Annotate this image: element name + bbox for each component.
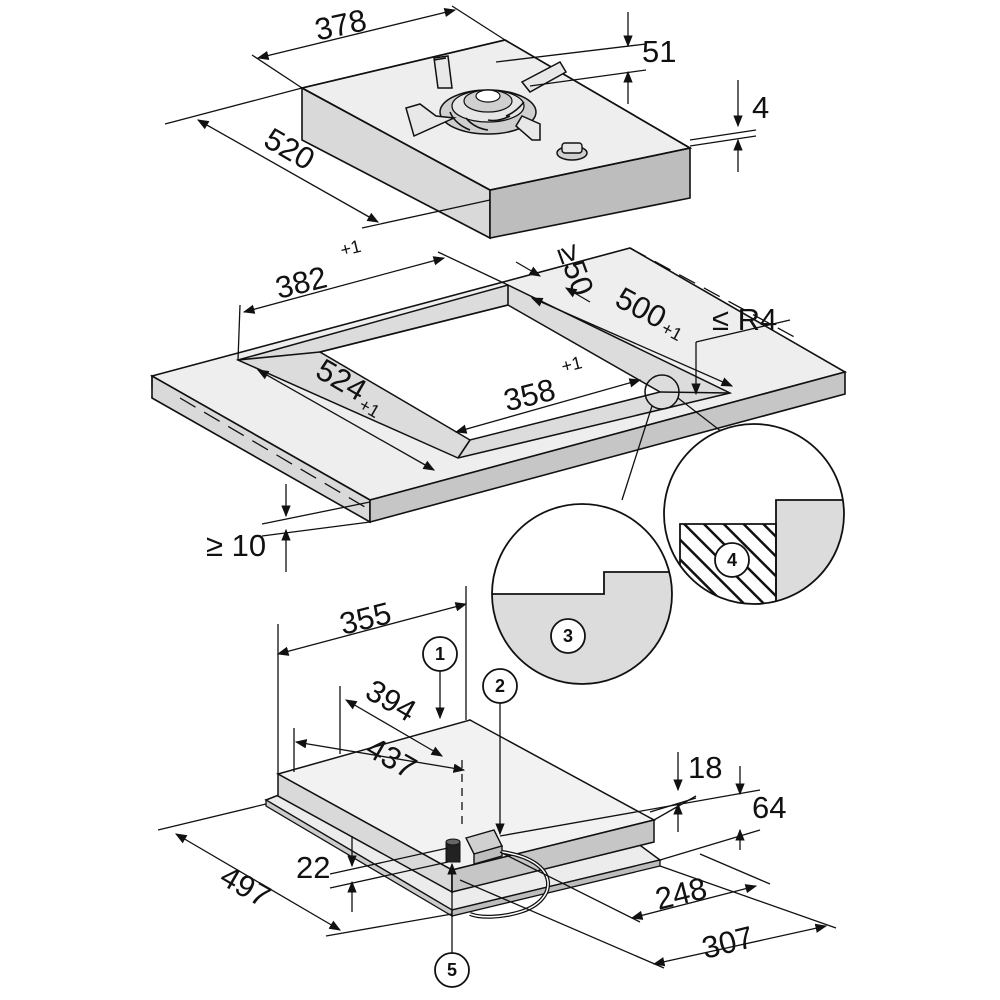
dim-label-4: 4 bbox=[752, 90, 769, 125]
dim-label-64: 64 bbox=[752, 790, 786, 825]
gas-inlet-pipe-icon bbox=[445, 838, 461, 863]
dimension-18: 18 bbox=[649, 750, 722, 832]
callout-4-circle bbox=[714, 542, 750, 578]
dimension-64: 64 bbox=[499, 766, 786, 861]
dim-label-382: 382 bbox=[272, 259, 331, 305]
dim-label-394: 394 bbox=[360, 672, 422, 728]
dimension-51: 51 bbox=[495, 12, 676, 104]
dim-label-22: 22 bbox=[296, 850, 330, 885]
dimension-307: 307 bbox=[459, 865, 837, 969]
callout-2: 2 bbox=[482, 668, 518, 836]
dim-label-355: 355 bbox=[336, 595, 395, 641]
dim-tol-382: +1 bbox=[338, 236, 363, 260]
callout-5: 5 bbox=[434, 862, 470, 988]
dim-label-r4: ≤ R4 bbox=[712, 302, 777, 337]
dim-label-378: 378 bbox=[312, 2, 370, 47]
pan-support-icon bbox=[405, 55, 568, 141]
detail-marker-circle bbox=[621, 374, 723, 501]
dim-label-51: 51 bbox=[642, 34, 676, 69]
dimension-r4: ≤ R4 bbox=[691, 302, 791, 396]
dimension-4: 4 bbox=[689, 80, 769, 172]
dim-label-497: 497 bbox=[214, 858, 276, 914]
callout-2-label: 2 bbox=[495, 676, 505, 696]
dim-label-18: 18 bbox=[688, 750, 722, 785]
callout-3-label: 3 bbox=[563, 626, 573, 646]
detail-view-4: 4 bbox=[663, 423, 845, 605]
callout-4-label: 4 bbox=[727, 550, 737, 570]
callout-5-label: 5 bbox=[447, 960, 457, 980]
dimension-10: ≥ 10 bbox=[206, 484, 371, 572]
dim-tol-358: +1 bbox=[559, 352, 584, 376]
callout-3-circle bbox=[550, 618, 586, 654]
dim-label-248: 248 bbox=[652, 870, 711, 916]
callout-1-label: 1 bbox=[435, 644, 445, 664]
control-knob-icon bbox=[556, 142, 588, 161]
callout-1: 1 bbox=[422, 636, 458, 720]
worktop-extension-dashed bbox=[151, 247, 801, 511]
dim-label-10: ≥ 10 bbox=[206, 528, 266, 563]
cooktop-unit bbox=[299, 39, 693, 240]
gas-burner-icon bbox=[439, 89, 537, 135]
dim-label-307: 307 bbox=[698, 919, 757, 965]
gas-connector-icon bbox=[464, 829, 550, 919]
detail-view-3: 3 bbox=[491, 503, 673, 685]
